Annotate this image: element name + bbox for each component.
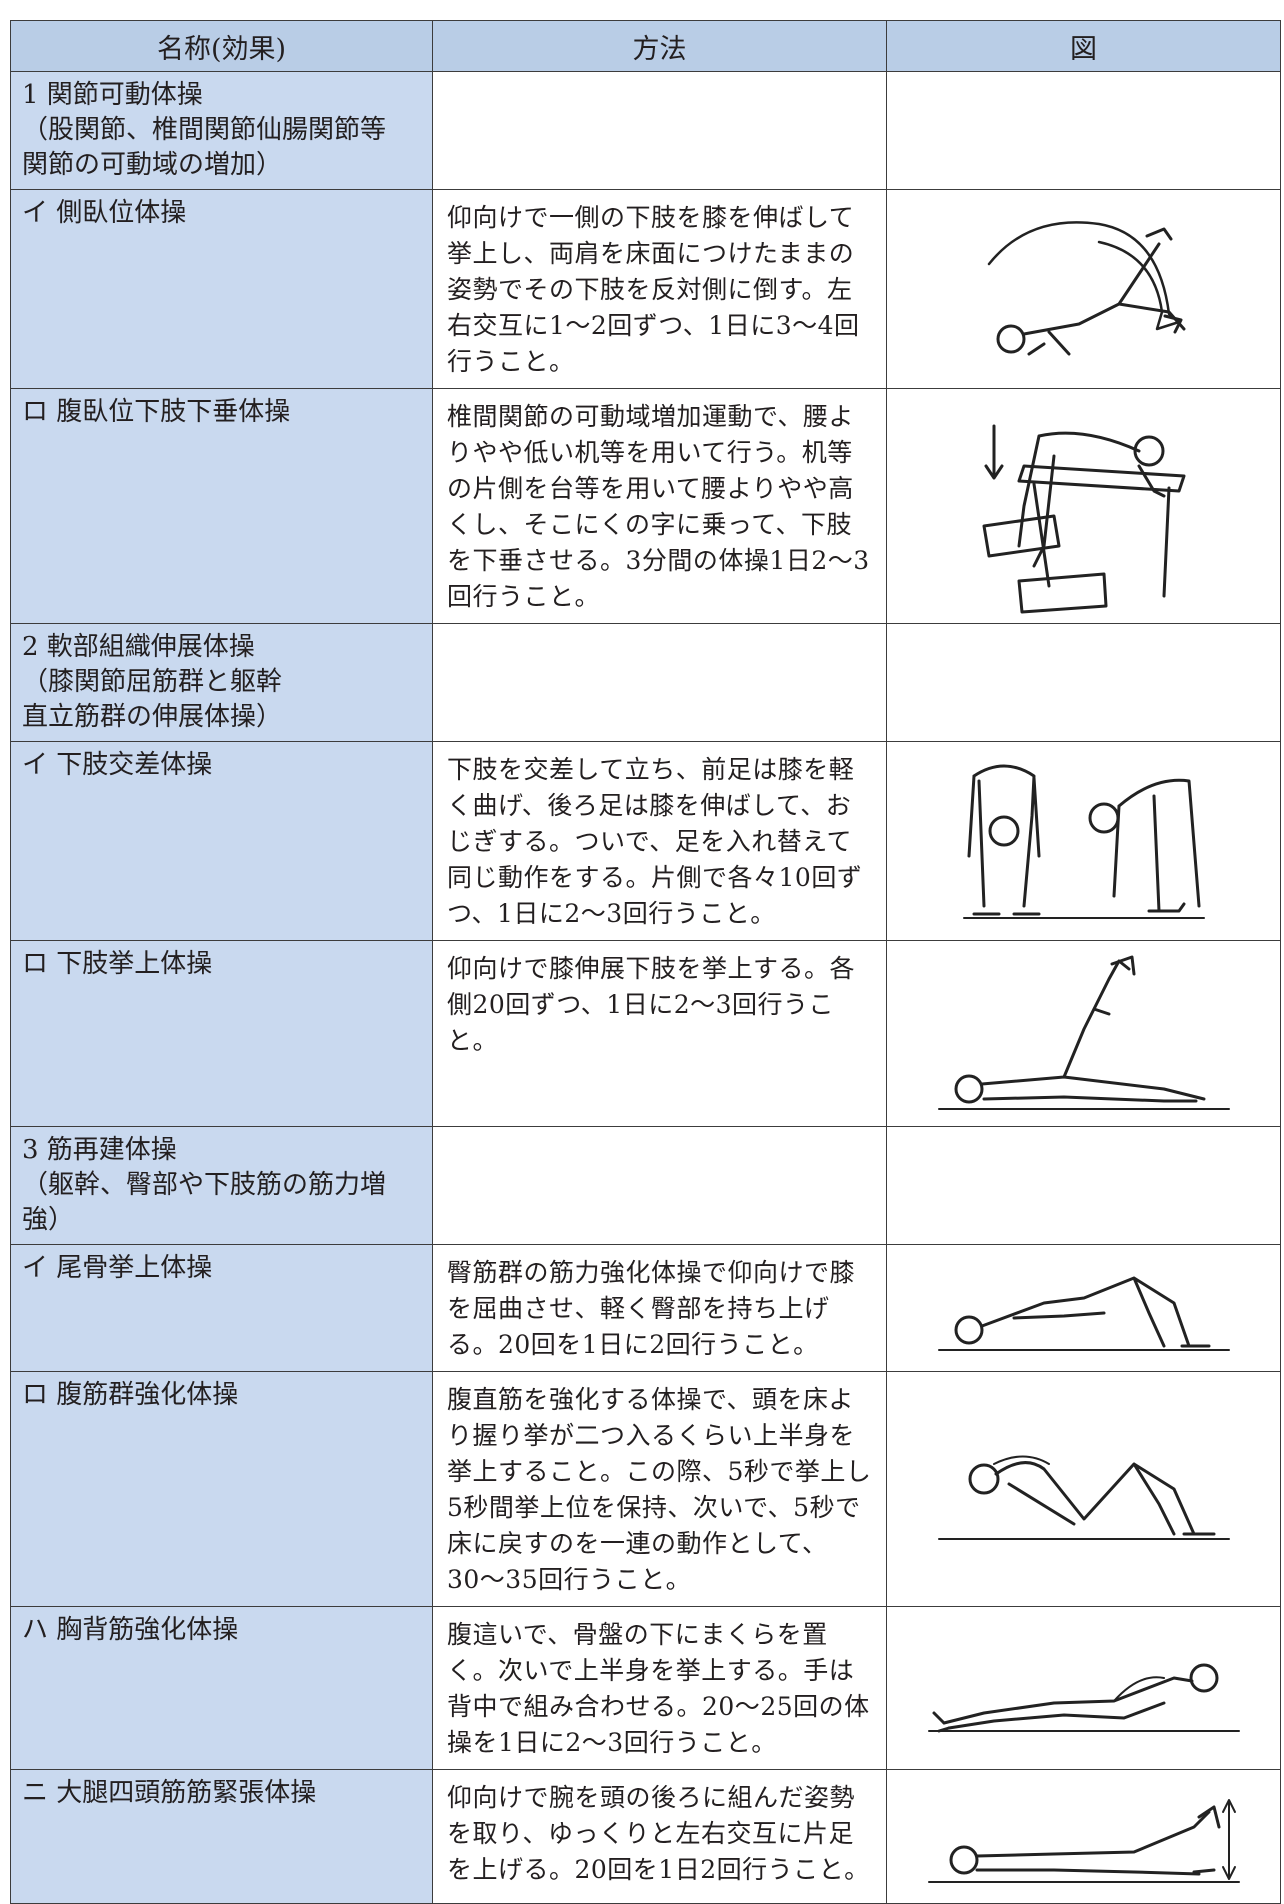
row-method-cell: 仰向けで一側の下肢を膝を伸ばして挙上し、両肩を床面につけたままの姿勢でその下肢を… [432,189,887,389]
row-name: 2 軟部組織伸展体操 （膝関節屈筋群と躯幹 直立筋群の伸展体操） [22,632,283,732]
row-name: ハ 胸背筋強化体操 [22,1615,239,1645]
row-name: ロ 下肢挙上体操 [22,949,213,979]
row-method: 下肢を交差して立ち、前足は膝を軽く曲げ、後ろ足は膝を伸ばして、おじぎする。ついで… [447,755,863,928]
table-row: ロ 腹筋群強化体操 腹直筋を強化する体操で、頭を床より握り挙が二つ入るくらい上半… [10,1371,1281,1607]
row-method: 腹這いで、骨盤の下にまくらを置く。次いで上半身を挙上する。手は背中で組み合わせる… [447,1620,870,1757]
side-lying-twist-figure [987,221,1185,356]
row-figure-cell [886,741,1281,941]
row-figure-cell [886,623,1281,742]
table-row: 3 筋再建体操 （躯幹、臀部や下肢筋の筋力増強） [10,1126,1281,1245]
table-row: ハ 胸背筋強化体操 腹這いで、骨盤の下にまくらを置く。次いで上半身を挙上する。手… [10,1606,1281,1770]
row-figure-cell [886,71,1281,190]
header-name: 名称(効果) [10,20,433,72]
row-method: 椎間関節の可動域増加運動で、腰よりやや低い机等を用いて行う。机等の片側を台等を用… [447,402,870,611]
cropped-caption-strip [0,0,1284,18]
row-name: イ 側臥位体操 [22,198,187,228]
row-name-cell: イ 尾骨挙上体操 [10,1244,433,1372]
table-row: ロ 腹臥位下肢下垂体操 椎間関節の可動域増加運動で、腰よりやや低い机等を用いて行… [10,388,1281,624]
row-method: 仰向けで膝伸展下肢を挙上する。各側20回ずつ、1日に2〜3回行うこと。 [447,954,856,1055]
row-method-cell: 椎間関節の可動域増加運動で、腰よりやや低い机等を用いて行う。机等の片側を台等を用… [432,388,887,624]
row-method: 腹直筋を強化する体操で、頭を床より握り挙が二つ入るくらい上半身を挙上すること。こ… [447,1385,872,1594]
row-figure-cell [886,1371,1281,1607]
row-figure-cell [886,1126,1281,1245]
row-name-cell: ロ 腹筋群強化体操 [10,1371,433,1607]
table-row: イ 尾骨挙上体操 臀筋群の筋力強化体操で仰向けで膝を屈曲させ、軽く臀部を持ち上げ… [10,1244,1281,1372]
table-row: ロ 下肢挙上体操 仰向けで膝伸展下肢を挙上する。各側20回ずつ、1日に2〜3回行… [10,940,1281,1127]
row-name-cell: ニ 大腿四頭筋筋緊張体操 [10,1769,433,1904]
row-figure-cell [886,940,1281,1127]
table-row: 1 関節可動体操 （股関節、椎間関節仙腸関節等 関節の可動域の増加） [10,71,1281,190]
row-method-cell: 腹這いで、骨盤の下にまくらを置く。次いで上半身を挙上する。手は背中で組み合わせる… [432,1606,887,1770]
table-row: 2 軟部組織伸展体操 （膝関節屈筋群と躯幹 直立筋群の伸展体操） [10,623,1281,742]
row-name-cell: 3 筋再建体操 （躯幹、臀部や下肢筋の筋力増強） [10,1126,433,1245]
row-name-cell: ハ 胸背筋強化体操 [10,1606,433,1770]
row-name-cell: 2 軟部組織伸展体操 （膝関節屈筋群と躯幹 直立筋群の伸展体操） [10,623,433,742]
row-name-cell: イ 下肢交差体操 [10,741,433,941]
row-method: 仰向けで腕を頭の後ろに組んだ姿勢を取り、ゆっくりと左右交互に片足を上げる。20回… [447,1783,870,1884]
table-row: ニ 大腿四頭筋筋緊張体操 仰向けで腕を頭の後ろに組んだ姿勢を取り、ゆっくりと左右… [10,1769,1281,1904]
back-extension-figure [927,1663,1240,1733]
table-row: イ 下肢交差体操 下肢を交差して立ち、前足は膝を軽く曲げ、後ろ足は膝を伸ばして、… [10,741,1281,941]
row-method-cell: 臀筋群の筋力強化体操で仰向けで膝を屈曲させ、軽く臀部を持ち上げる。20回を1日に… [432,1244,887,1372]
row-name-cell: 1 関節可動体操 （股関節、椎間関節仙腸関節等 関節の可動域の増加） [10,71,433,190]
row-figure-cell [886,189,1281,389]
row-figure-cell [886,1769,1281,1904]
header-method: 方法 [432,20,887,72]
row-name-cell: ロ 下肢挙上体操 [10,940,433,1127]
row-method-cell: 腹直筋を強化する体操で、頭を床より握り挙が二つ入るくらい上半身を挙上すること。こ… [432,1371,887,1607]
row-name: ロ 腹臥位下肢下垂体操 [22,397,291,427]
abdominal-curl-figure [937,1455,1230,1540]
row-method-cell [432,71,887,190]
row-method-cell: 仰向けで膝伸展下肢を挙上する。各側20回ずつ、1日に2〜3回行うこと。 [432,940,887,1127]
exercise-table: 名称(効果) 方法 図 1 関節可動体操 （股関節、椎間関節仙腸関節等 関節の可… [10,20,1281,1904]
row-method-cell [432,623,887,742]
row-method-cell: 仰向けで腕を頭の後ろに組んだ姿勢を取り、ゆっくりと左右交互に片足を上げる。20回… [432,1769,887,1904]
row-name: 1 関節可動体操 （股関節、椎間関節仙腸関節等 関節の可動域の増加） [22,80,387,180]
row-method: 仰向けで一側の下肢を膝を伸ばして挙上し、両肩を床面につけたままの姿勢でその下肢を… [447,203,860,376]
row-name-cell: イ 側臥位体操 [10,189,433,389]
row-name: ロ 腹筋群強化体操 [22,1380,239,1410]
row-name: イ 尾骨挙上体操 [22,1253,213,1283]
table-row: イ 側臥位体操 仰向けで一側の下肢を膝を伸ばして挙上し、両肩を床面につけたままの… [10,189,1281,389]
row-name: ニ 大腿四頭筋筋緊張体操 [22,1778,317,1808]
crossed-leg-bow-figure [962,764,1205,919]
row-figure-cell [886,388,1281,624]
row-figure-cell [886,1244,1281,1372]
row-method-cell: 下肢を交差して立ち、前足は膝を軽く曲げ、後ろ足は膝を伸ばして、おじぎする。ついで… [432,741,887,941]
row-figure-cell [886,1606,1281,1770]
leg-raise-figure [937,955,1230,1110]
header-figure: 図 [886,20,1281,72]
alternate-leg-lift-figure [927,1798,1240,1883]
hip-lift-figure [937,1276,1230,1351]
table-header-row: 名称(効果) 方法 図 [10,20,1281,72]
row-method: 臀筋群の筋力強化体操で仰向けで膝を屈曲させ、軽く臀部を持ち上げる。20回を1日に… [447,1258,856,1359]
row-name: 3 筋再建体操 （躯幹、臀部や下肢筋の筋力増強） [22,1135,387,1235]
row-name: イ 下肢交差体操 [22,750,213,780]
row-name-cell: ロ 腹臥位下肢下垂体操 [10,388,433,624]
row-method-cell [432,1126,887,1245]
prone-leg-hang-figure [982,424,1185,614]
